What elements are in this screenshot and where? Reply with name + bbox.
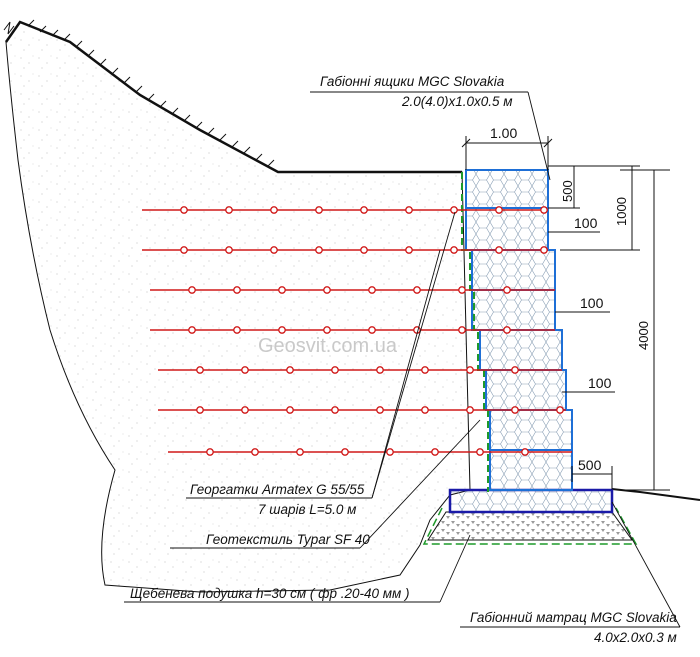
geogrid-node <box>286 366 294 374</box>
ground-right <box>611 488 700 501</box>
geogrid-node <box>196 406 204 414</box>
geogrid-node <box>476 448 484 456</box>
geogrid-node <box>458 286 466 294</box>
gabion-box-1 <box>465 169 549 209</box>
gabion-box-2 <box>465 207 549 251</box>
geogrid-node <box>233 286 241 294</box>
geogrid-layers <box>142 206 572 456</box>
gabion-box-6 <box>485 369 567 411</box>
geogrid-node <box>241 366 249 374</box>
dim-box-height: 500 <box>560 180 575 202</box>
mattress-size-label: 4.0x2.0x0.3 м <box>594 630 677 645</box>
gabion-box-5 <box>479 329 563 371</box>
geogrid-node <box>196 366 204 374</box>
geogrid-node <box>421 366 429 374</box>
geogrid-node <box>495 246 503 254</box>
mattress-label: Габіонний матрац MGC Slovakia <box>470 610 677 625</box>
geogrid-node <box>180 246 188 254</box>
geogrid-node <box>540 206 548 214</box>
geogrid-node <box>188 326 196 334</box>
geogrid-node <box>270 246 278 254</box>
geotextile-base <box>422 507 638 545</box>
break-symbol <box>3 21 15 35</box>
leader-lines <box>124 91 681 628</box>
gravel-cushion <box>427 511 633 541</box>
geotextile-label: Геотекстиль Typar SF 40 <box>206 532 370 547</box>
geogrid-node <box>341 448 349 456</box>
geogrid-node <box>368 286 376 294</box>
geogrid-node <box>233 326 241 334</box>
geogrid-node <box>180 206 188 214</box>
geogrid-node <box>206 448 214 456</box>
geogrid-node <box>323 286 331 294</box>
geogrid-node <box>360 206 368 214</box>
geogrid-node <box>278 326 286 334</box>
dim-step-2: 100 <box>580 295 604 311</box>
geogrid-node <box>188 286 196 294</box>
geogrid-node <box>296 448 304 456</box>
geogrid-node <box>431 448 439 456</box>
gabion-box-4 <box>471 289 556 331</box>
geogrid-node <box>503 326 511 334</box>
geogrid-node <box>315 246 323 254</box>
geogrid-node <box>331 366 339 374</box>
geogrid-node <box>368 326 376 334</box>
gabion-box-8 <box>489 449 573 491</box>
geogrid-node <box>376 366 384 374</box>
geogrid-node <box>521 448 529 456</box>
gabion-mattress <box>448 488 614 514</box>
dim-box-width: 1.00 <box>490 125 517 141</box>
watermark: Geosvit.com.ua <box>258 335 398 357</box>
geogrid-node <box>225 206 233 214</box>
geogrid-node <box>511 406 519 414</box>
geogrid-layers-label: 7 шарів L=5.0 м <box>258 502 356 517</box>
dim-total-height: 4000 <box>636 321 651 350</box>
gabion-box-3 <box>471 249 556 291</box>
dimension-lines <box>461 136 670 491</box>
geogrid-node <box>331 406 339 414</box>
dim-two-rows: 1000 <box>614 197 629 226</box>
geogrid-node <box>450 246 458 254</box>
dim-step-3: 100 <box>588 375 612 391</box>
geogrid-node <box>386 448 394 456</box>
geogrid-node <box>278 286 286 294</box>
terrain-hatching <box>27 19 275 167</box>
geogrid-node <box>241 406 249 414</box>
geogrid-node <box>376 406 384 414</box>
geogrid-node <box>225 246 233 254</box>
dim-base-offset: 500 <box>578 457 602 473</box>
geogrid-node <box>270 206 278 214</box>
dim-step-1: 100 <box>574 215 598 231</box>
gabion-boxes <box>465 169 573 491</box>
geogrid-node <box>511 366 519 374</box>
geogrid-node <box>413 286 421 294</box>
geogrid-node <box>540 246 548 254</box>
geogrid-node <box>286 406 294 414</box>
geogrid-node <box>466 366 474 374</box>
soil-body <box>5 21 471 593</box>
geogrid-node <box>323 326 331 334</box>
gabion-boxes-size-label: 2.0(4.0)x1.0x0.5 м <box>401 94 513 109</box>
geogrid-node <box>556 406 564 414</box>
geogrid-node <box>466 406 474 414</box>
geogrid-node <box>458 326 466 334</box>
geogrid-node <box>421 406 429 414</box>
geogrid-label: Георгатки Armatex G 55/55 <box>190 482 365 497</box>
geogrid-node <box>503 286 511 294</box>
geogrid-node <box>251 448 259 456</box>
terrain-surface <box>4 20 462 174</box>
geogrid-node <box>495 206 503 214</box>
gabion-box-7 <box>489 409 573 451</box>
geogrid-node <box>450 206 458 214</box>
geogrid-node <box>405 246 413 254</box>
geogrid-node <box>315 206 323 214</box>
geogrid-node <box>405 206 413 214</box>
gravel-label: Щебенева подушка h=30 см ( фр .20-40 мм … <box>130 586 410 601</box>
gabion-boxes-label: Габіонні ящики MGC Slovakia <box>320 74 505 89</box>
geogrid-node <box>360 246 368 254</box>
